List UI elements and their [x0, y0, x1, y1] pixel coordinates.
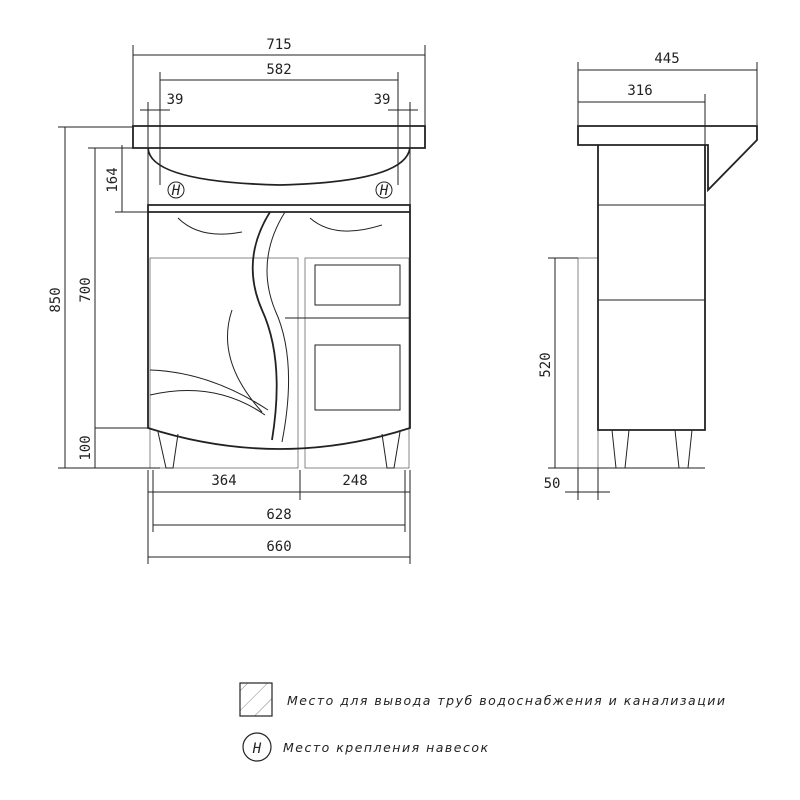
dim-850: 850 [48, 287, 64, 312]
dim-582: 582 [266, 62, 291, 78]
dim-39-right: 39 [374, 92, 391, 108]
side-body [597, 145, 706, 431]
dim-364: 364 [211, 473, 236, 489]
basin-bowl [147, 147, 411, 186]
dim-316: 316 [627, 83, 652, 99]
side-leg-back [674, 429, 693, 469]
leaf-decor [149, 309, 269, 416]
front-view: H H 715 582 39 39 850 700 164 100 364 24… [48, 37, 426, 564]
side-top [577, 125, 758, 193]
legend-mount-label: Место крепления навесок [283, 740, 490, 755]
legend-pipe-zone-label: Место для вывода труб водоснабжения и ка… [287, 693, 726, 708]
mount-point-right: H [375, 181, 393, 199]
left-door-wave [251, 211, 278, 441]
svg-text:H: H [379, 183, 389, 199]
dim-39-left: 39 [167, 92, 184, 108]
pipe-zone-right [304, 257, 410, 469]
svg-text:H: H [171, 183, 181, 199]
dim-520: 520 [538, 352, 554, 377]
dim-660: 660 [266, 539, 291, 555]
dim-715: 715 [266, 37, 291, 53]
hatch-box-icon [239, 682, 273, 717]
legend: Место для вывода труб водоснабжения и ка… [239, 682, 726, 762]
leg-left [157, 431, 179, 469]
mount-circle-h-icon: H [242, 732, 272, 762]
dim-164: 164 [105, 167, 121, 192]
dim-100: 100 [78, 435, 94, 460]
dim-700: 700 [78, 277, 94, 302]
side-pipe-zone [577, 257, 599, 469]
leg-right [381, 431, 401, 469]
dim-248: 248 [342, 473, 367, 489]
dim-628: 628 [266, 507, 291, 523]
basin-top [132, 125, 426, 149]
mount-point-left: H [167, 181, 185, 199]
svg-text:H: H [252, 741, 262, 757]
dim-445: 445 [654, 51, 679, 67]
side-leg-front [611, 429, 630, 469]
side-view: 445 316 520 50 [538, 51, 758, 500]
pipe-zone-left [149, 257, 299, 469]
cabinet-body [147, 204, 411, 450]
dim-50: 50 [544, 476, 561, 492]
